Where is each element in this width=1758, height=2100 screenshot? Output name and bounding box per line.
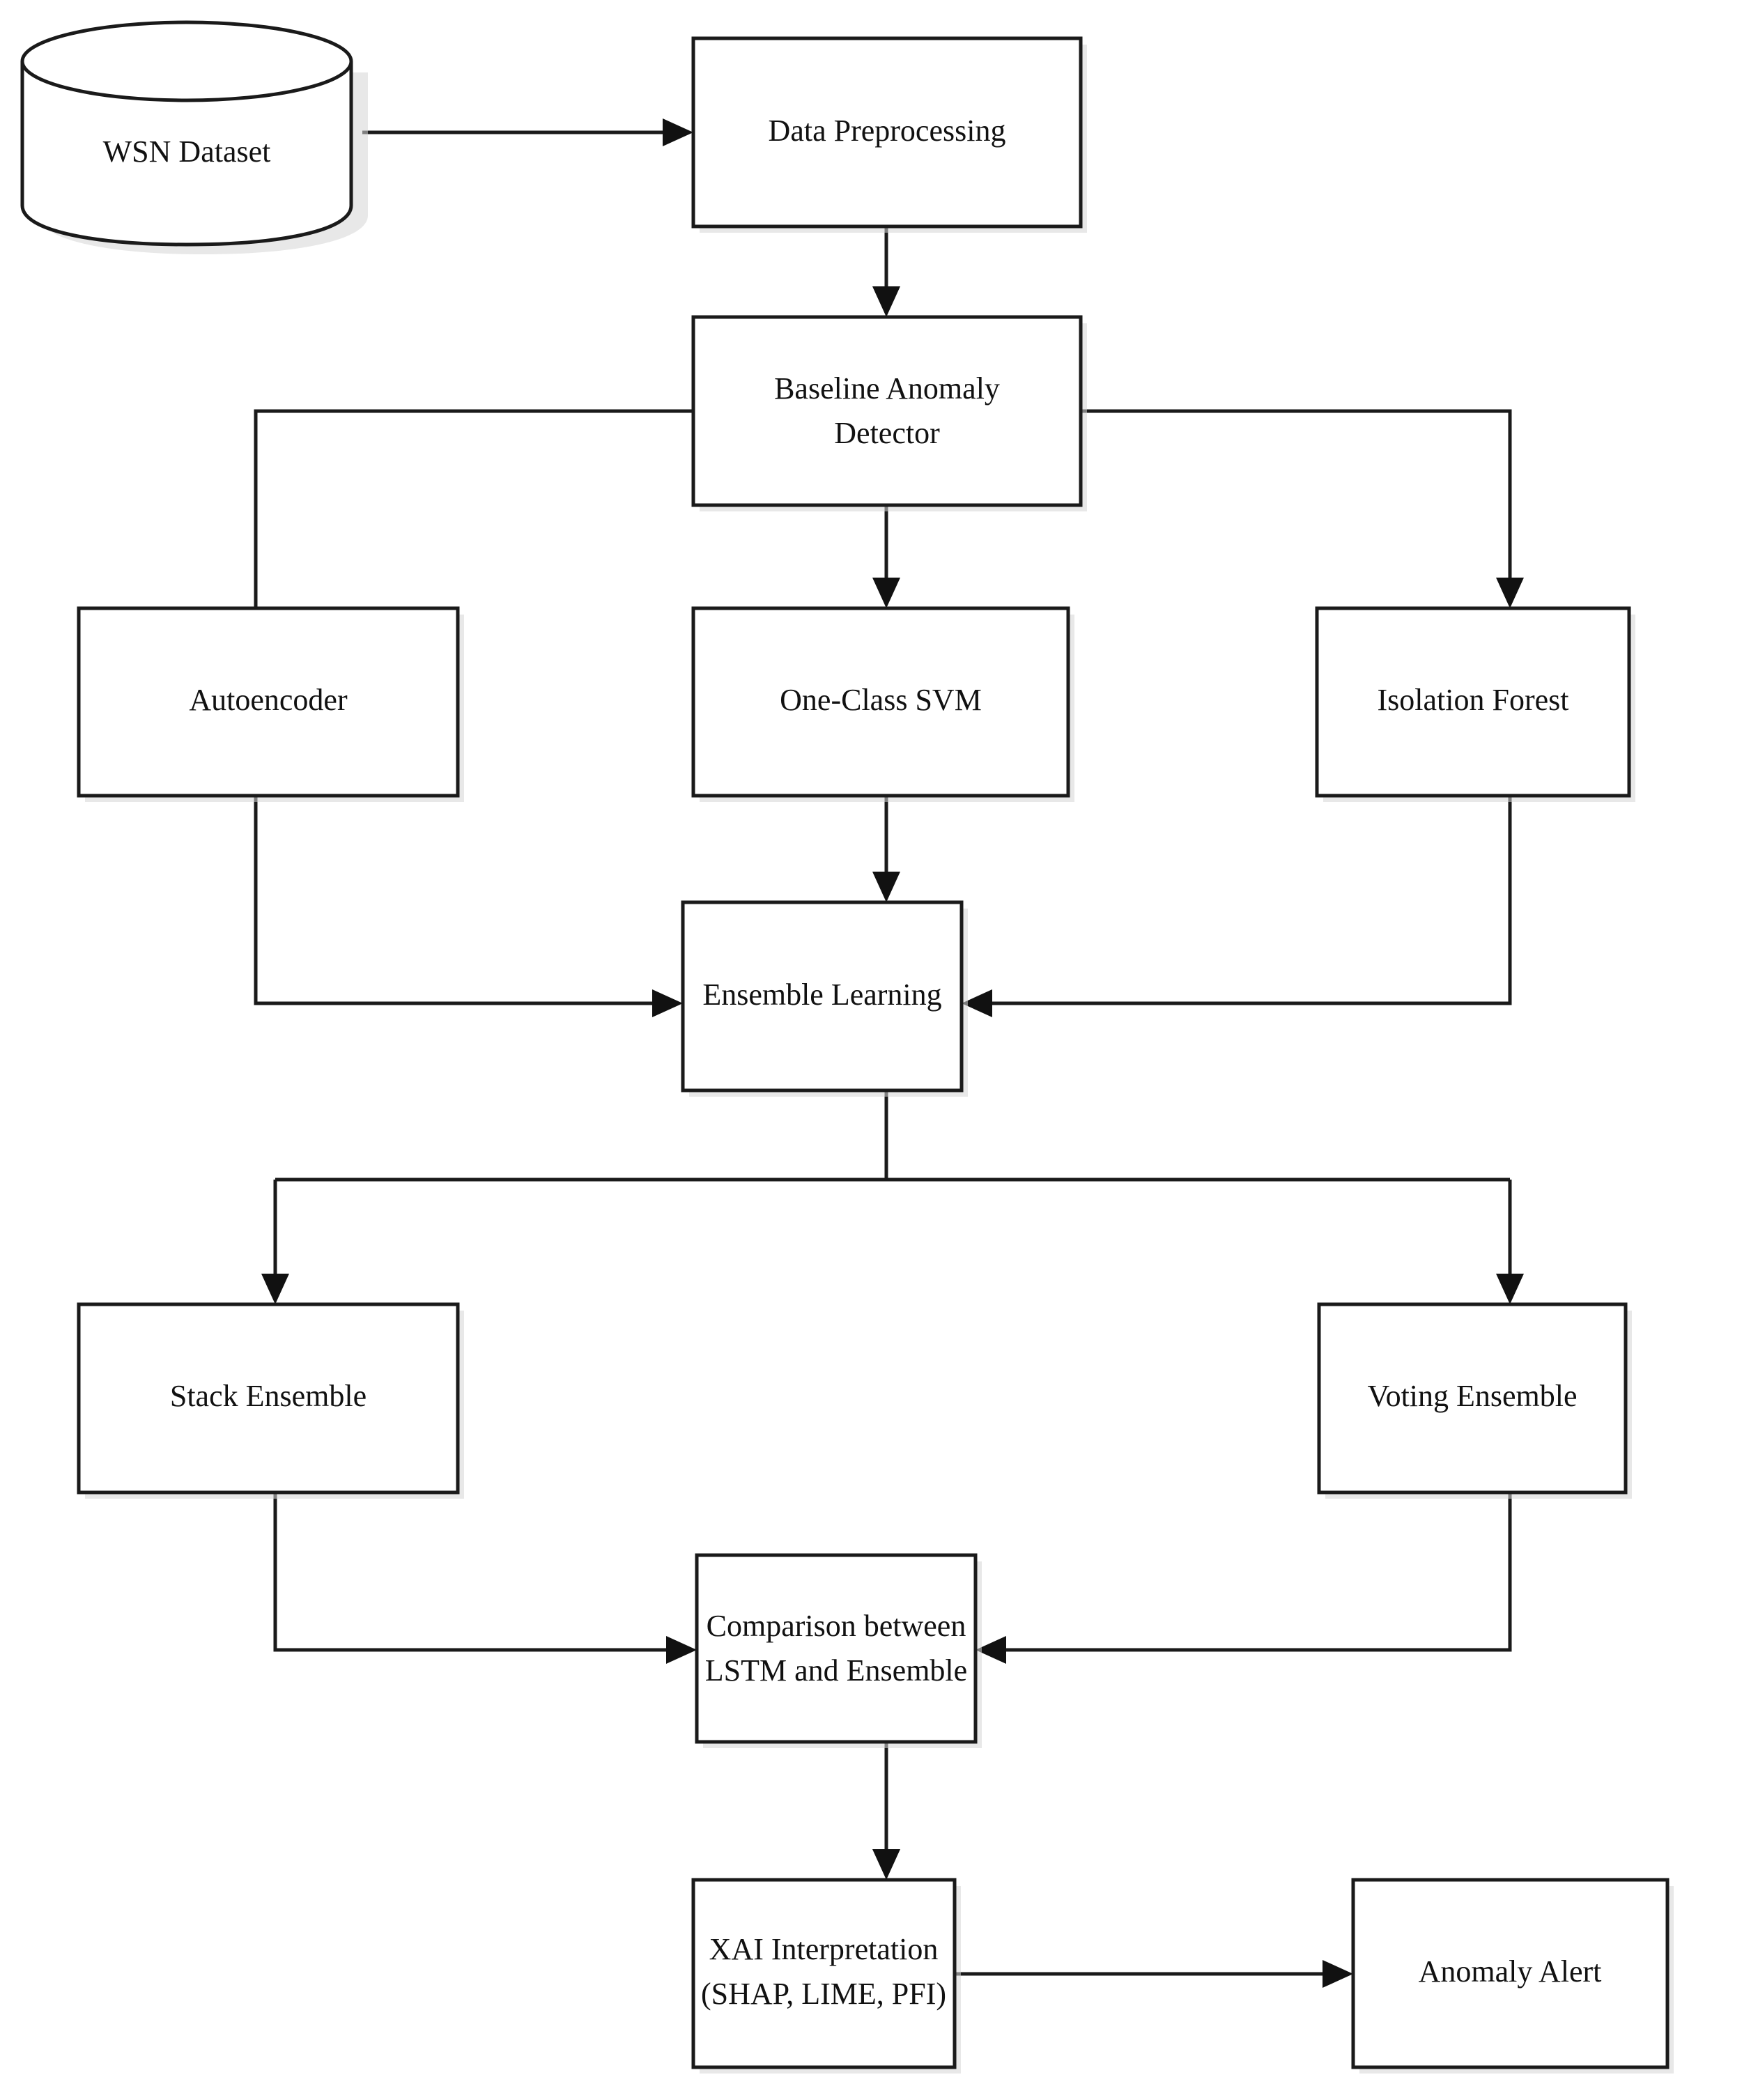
node-comparison-lstm-ensemble-label-line2: LSTM and Ensemble <box>705 1653 967 1688</box>
edge-xai-interpretation-to-anomaly-alert <box>955 1960 1353 1988</box>
node-anomaly-alert[interactable]: Anomaly Alert <box>1351 1878 1674 2074</box>
node-comparison-lstm-ensemble-label-line1: Comparison between <box>707 1609 966 1643</box>
node-wsn-dataset-label: WSN Dataset <box>103 134 271 169</box>
edge-baseline-anomaly-detector-to-one-class-svm <box>872 505 900 608</box>
edge-isolation-forest-to-ensemble-learning <box>962 796 1512 1017</box>
edge-ensemble-learning-split <box>275 1090 1510 1182</box>
node-one-class-svm-label: One-Class SVM <box>780 683 982 717</box>
edge-comparison-lstm-ensemble-to-xai-interpretation <box>872 1742 900 1880</box>
node-data-preprocessing-label: Data Preprocessing <box>769 114 1006 148</box>
edge-one-class-svm-to-ensemble-learning <box>872 796 900 902</box>
node-stack-ensemble-label: Stack Ensemble <box>170 1379 367 1413</box>
node-xai-interpretation-label-line1: XAI Interpretation <box>709 1932 939 1966</box>
nodes-layer: WSN Dataset Data Preprocessing Baseline … <box>20 20 1674 2074</box>
node-ensemble-learning[interactable]: Ensemble Learning <box>681 900 968 1097</box>
edge-voting-ensemble-to-comparison-lstm-ensemble <box>976 1492 1512 1664</box>
node-voting-ensemble[interactable]: Voting Ensemble <box>1317 1302 1632 1499</box>
node-autoencoder[interactable]: Autoencoder <box>77 606 464 802</box>
node-voting-ensemble-label: Voting Ensemble <box>1367 1379 1577 1413</box>
edge-baseline-anomaly-detector-to-isolation-forest <box>1080 409 1524 608</box>
node-baseline-anomaly-detector-label-line1: Baseline Anomaly <box>774 371 1000 406</box>
node-ensemble-learning-label: Ensemble Learning <box>702 978 941 1012</box>
node-isolation-forest-label: Isolation Forest <box>1378 683 1569 717</box>
node-baseline-anomaly-detector[interactable]: Baseline Anomaly Detector <box>691 315 1087 511</box>
edge-ensemble-learning-to-voting-ensemble <box>1496 1180 1524 1304</box>
edge-data-preprocessing-to-baseline-anomaly-detector <box>872 226 900 317</box>
node-stack-ensemble[interactable]: Stack Ensemble <box>77 1302 464 1499</box>
node-isolation-forest[interactable]: Isolation Forest <box>1315 606 1635 802</box>
node-one-class-svm[interactable]: One-Class SVM <box>691 606 1074 802</box>
node-comparison-lstm-ensemble[interactable]: Comparison between LSTM and Ensemble <box>695 1553 982 1748</box>
node-autoencoder-label: Autoencoder <box>189 683 348 717</box>
edges-layer <box>254 118 1524 1988</box>
edge-wsn-dataset-to-data-preprocessing <box>362 118 693 146</box>
node-anomaly-alert-label: Anomaly Alert <box>1419 1954 1602 1989</box>
node-xai-interpretation-label-line2: (SHAP, LIME, PFI) <box>701 1977 946 2011</box>
edge-baseline-anomaly-detector-to-autoencoder <box>254 409 693 608</box>
edge-stack-ensemble-to-comparison-lstm-ensemble <box>273 1492 697 1664</box>
node-xai-interpretation[interactable]: XAI Interpretation (SHAP, LIME, PFI) <box>691 1878 961 2074</box>
node-baseline-anomaly-detector-label-line2: Detector <box>834 416 940 450</box>
node-data-preprocessing[interactable]: Data Preprocessing <box>691 36 1087 233</box>
edge-ensemble-learning-to-stack-ensemble <box>261 1180 289 1304</box>
node-wsn-dataset[interactable]: WSN Dataset <box>20 20 368 254</box>
edge-autoencoder-to-ensemble-learning <box>254 796 683 1017</box>
